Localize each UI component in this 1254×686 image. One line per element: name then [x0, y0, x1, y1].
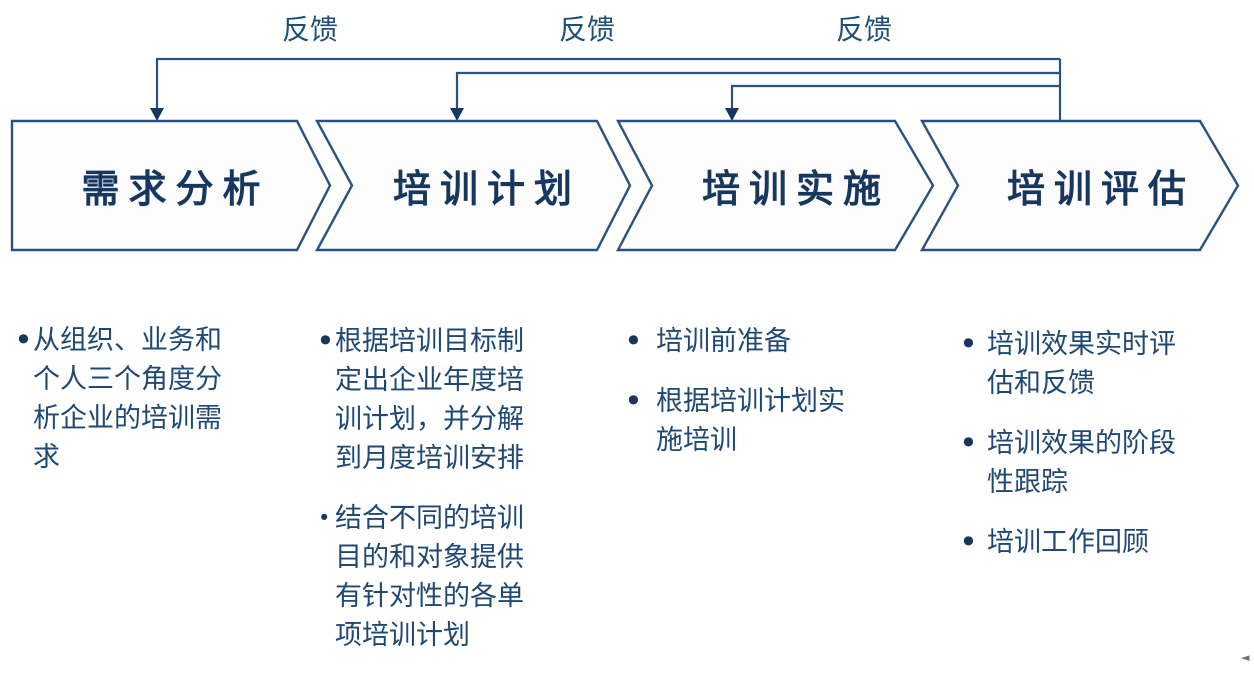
list-item: 根据培训目标制定出企业年度培训计划，并分解到月度培训安排	[316, 322, 534, 478]
list-item: 培训效果的阶段性跟踪	[959, 424, 1189, 502]
feedback-line-to-needs-analysis	[155, 57, 1060, 110]
bullet-list-training-implementation: 培训前准备 根据培训计划实施培训	[624, 322, 858, 460]
list-item: 从组织、业务和个人三个角度分析企业的培训需求	[14, 321, 230, 477]
list-item: 根据培训计划实施培训	[624, 382, 858, 460]
chevron-shape-training-implementation	[616, 119, 935, 252]
stage-title-training-evaluation: 培训评估	[1006, 167, 1195, 211]
feedback-line-to-training-plan	[455, 71, 1060, 110]
list-item: 培训前准备	[624, 322, 858, 361]
list-item: 培训工作回顾	[959, 523, 1189, 562]
arrow-down-icon	[725, 108, 739, 121]
feedback-label-1: 反馈	[281, 13, 338, 46]
chevron-shape-training-evaluation	[919, 119, 1240, 252]
bullet-list-needs-analysis: 从组织、业务和个人三个角度分析企业的培训需求	[14, 321, 230, 477]
arrow-down-icon	[150, 108, 164, 121]
chevron-shape-training-plan	[314, 119, 632, 252]
corner-mark: ◄	[1241, 651, 1250, 664]
arrow-down-icon	[450, 108, 464, 121]
chevron-shape-needs-analysis	[10, 119, 332, 252]
feedback-label-2: 反馈	[558, 13, 615, 46]
stage-title-needs-analysis: 需求分析	[81, 167, 270, 211]
bullet-list-training-plan: 根据培训目标制定出企业年度培训计划，并分解到月度培训安排 结合不同的培训目的和对…	[316, 322, 534, 655]
bullet-list-training-evaluation: 培训效果实时评估和反馈 培训效果的阶段性跟踪 培训工作回顾	[959, 325, 1189, 562]
stage-title-training-plan: 培训计划	[392, 167, 581, 211]
feedback-line-to-training-implementation	[730, 84, 1060, 110]
feedback-label-3: 反馈	[835, 13, 892, 46]
list-item: 培训效果实时评估和反馈	[959, 325, 1189, 403]
stage-title-training-implementation: 培训实施	[701, 167, 890, 211]
list-item: 结合不同的培训目的和对象提供有针对性的各单项培训计划	[318, 499, 534, 655]
